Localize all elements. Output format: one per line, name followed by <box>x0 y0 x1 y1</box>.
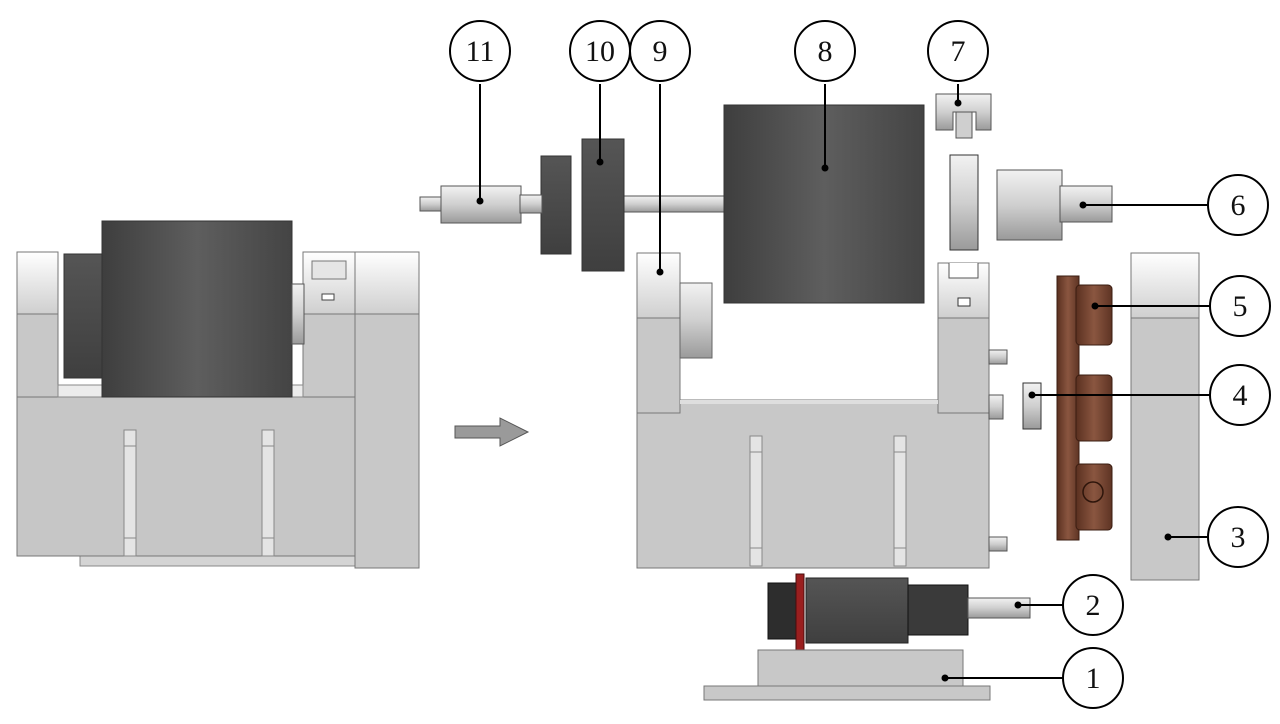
callout-8: 8 <box>794 20 856 82</box>
exploded-view <box>419 93 1200 701</box>
callout-10: 10 <box>569 20 631 82</box>
callout-4: 4 <box>1209 364 1271 426</box>
part-bearing-shaft-left <box>419 155 572 255</box>
callouts: 11 10 9 8 7 6 5 4 <box>449 20 1271 709</box>
callout-label-8: 8 <box>818 35 833 68</box>
callout-label-2: 2 <box>1086 589 1101 622</box>
callout-label-7: 7 <box>951 35 966 68</box>
callout-label-6: 6 <box>1231 189 1246 222</box>
assembled-drum <box>101 220 293 398</box>
callout-11: 11 <box>449 20 511 82</box>
leader-lines <box>479 84 1210 679</box>
part-small-gear <box>1022 382 1042 430</box>
assembled-view <box>16 220 420 569</box>
leader-dots <box>476 99 1172 682</box>
callout-6: 6 <box>1207 174 1269 236</box>
callout-9: 9 <box>629 20 691 82</box>
part-large-gear <box>1056 275 1113 541</box>
part-drum-flange <box>581 138 625 272</box>
part-base-plate <box>703 649 991 701</box>
part-geared-motor <box>767 573 1031 685</box>
assembled-flange <box>63 253 105 379</box>
callout-2: 2 <box>1062 574 1124 636</box>
callout-7: 7 <box>927 20 989 82</box>
callout-label-3: 3 <box>1231 521 1246 554</box>
callout-5: 5 <box>1209 275 1271 337</box>
assembled-slot-left <box>123 429 137 557</box>
callout-3: 3 <box>1207 506 1269 568</box>
part-side-cover <box>1130 252 1200 581</box>
part-u-frame <box>636 252 1008 569</box>
direction-arrow-icon <box>454 417 530 447</box>
callout-label-10: 10 <box>585 35 615 68</box>
callout-label-11: 11 <box>466 35 495 68</box>
callout-1: 1 <box>1062 647 1124 709</box>
callout-label-9: 9 <box>653 35 668 68</box>
callout-label-5: 5 <box>1233 290 1248 323</box>
part-clip <box>935 93 992 251</box>
assembled-slot-right <box>261 429 275 557</box>
callout-label-1: 1 <box>1086 662 1101 695</box>
assembled-slot <box>321 293 335 301</box>
callout-label-4: 4 <box>1233 379 1248 412</box>
